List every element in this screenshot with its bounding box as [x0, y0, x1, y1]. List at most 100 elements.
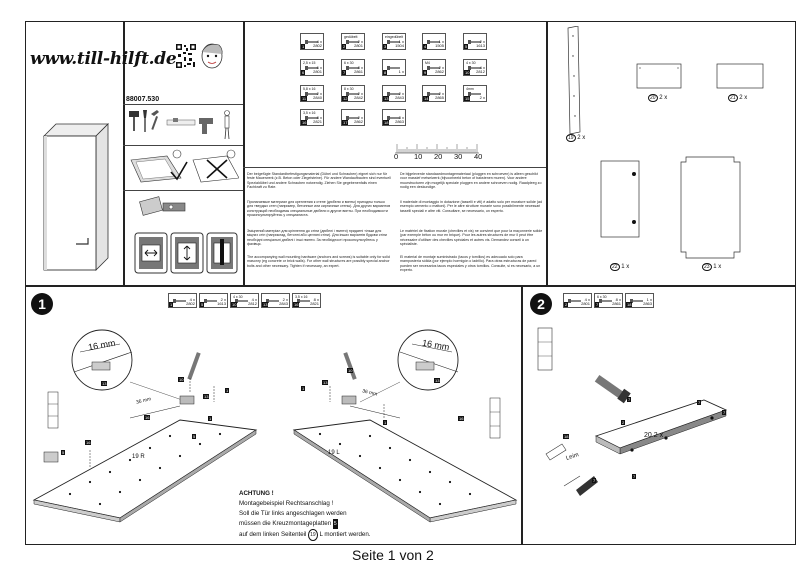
callout-1: 1: [208, 416, 213, 421]
part-qty: 2 x: [357, 115, 363, 120]
hinge-adjust-icon: [127, 193, 239, 280]
part-code: 2843: [279, 301, 288, 306]
part-id: 18: [626, 302, 633, 307]
part-qty-code: 2 x: [480, 96, 485, 100]
step-2-panel-label: 20 2 x: [644, 432, 664, 439]
part-code: 2862: [354, 119, 363, 124]
part-qty: 2 x: [479, 39, 485, 44]
part-code: 1613: [217, 301, 226, 306]
attention-line-1: Montagebeispiel Rechtsanschlag !: [239, 500, 334, 507]
callout-7: 7: [722, 410, 727, 415]
scale-tick-label: 20: [434, 152, 443, 161]
scale-tick-label: 10: [414, 152, 423, 161]
part-id: 7: [342, 70, 347, 75]
part-qty: 4 x: [189, 297, 195, 302]
part-icon: [630, 299, 643, 303]
part-icon: [305, 116, 318, 120]
scale-tick-label: 40: [474, 152, 483, 161]
part-icon: [387, 92, 400, 96]
mascot-face-icon: [199, 40, 225, 75]
part-qty: 4 x: [251, 297, 257, 302]
part-id: 5: [200, 302, 205, 307]
part-qty: 2 x: [438, 91, 444, 96]
callout-7: 7: [592, 478, 597, 483]
text-block-es: El material de montaje suministrado (tac…: [400, 255, 541, 273]
section-divider: [25, 285, 796, 287]
attention-circle: 19: [308, 529, 318, 541]
step-2-assembly-drawing: [536, 326, 786, 531]
part-qty: 2 x: [316, 91, 322, 96]
part-qty: 8 x: [615, 297, 621, 302]
attention-line-4-wrap: auf dem linken Seitenteil 19 L montiert …: [239, 529, 371, 541]
part-icon: [387, 40, 400, 44]
part-qty: 4 x: [479, 65, 485, 70]
text-block-de: Der beigefügte Standardbefestigungsmater…: [247, 172, 391, 190]
shelf-panel-20: [636, 62, 684, 95]
part-icon: [346, 40, 359, 44]
text-block-it: Il materiale di montaggio in dotazione (…: [400, 200, 543, 213]
part-label: 5,8 x 16: [303, 87, 316, 91]
panel-23-label: 23 1 x: [702, 263, 722, 271]
callout-13: 13: [101, 381, 108, 386]
part-icon: [173, 299, 186, 303]
part-icon: [204, 299, 217, 303]
part-id: 13: [383, 96, 390, 101]
part-id: 7: [595, 302, 600, 307]
part-id: 16: [301, 120, 308, 125]
part-qty: 8 x: [313, 297, 319, 302]
part-id: 6: [301, 70, 306, 75]
callout-7: 7: [627, 397, 632, 402]
callout-16: 16: [458, 416, 465, 421]
part-qty: 1 x: [438, 39, 444, 44]
part-qty: 1 x: [646, 297, 652, 302]
attention-title: ACHTUNG !: [239, 490, 274, 497]
row-divider: [123, 145, 243, 146]
part-icon: [427, 66, 440, 70]
part-label: eingedübelt: [385, 35, 404, 39]
callout-2: 2: [621, 420, 626, 425]
row-divider: [123, 104, 243, 105]
panel-20-label: 20 2 x: [648, 94, 668, 102]
text-block-ua: Зміцнений матеріал для кріплення до стін…: [247, 229, 387, 247]
panel-21-label: 21 2 x: [728, 94, 748, 102]
part-code: 2863: [395, 119, 404, 124]
part-icon: [468, 40, 481, 44]
part-icon: [305, 66, 318, 70]
part-qty: 2 x: [479, 95, 485, 100]
part-code: 2840: [313, 95, 322, 100]
text-block-ru: Прилагаемые материал для крепления к сте…: [247, 200, 391, 218]
part-icon: [235, 299, 248, 303]
attention-line-3-wrap: müssen die Kreuzmontageplatten 5: [239, 519, 371, 529]
part-qty: 8 x: [357, 65, 363, 70]
part-icon: [387, 116, 400, 120]
part-qty: 2 x: [357, 39, 363, 44]
part-qty: 1 x: [398, 69, 404, 74]
part-id: 2: [342, 44, 347, 49]
text-block-nl: De bijgeleverde standaardmontagemateriaa…: [400, 172, 542, 190]
cabinet-illustration: [36, 108, 118, 289]
shelf-panel-21: [716, 62, 766, 95]
